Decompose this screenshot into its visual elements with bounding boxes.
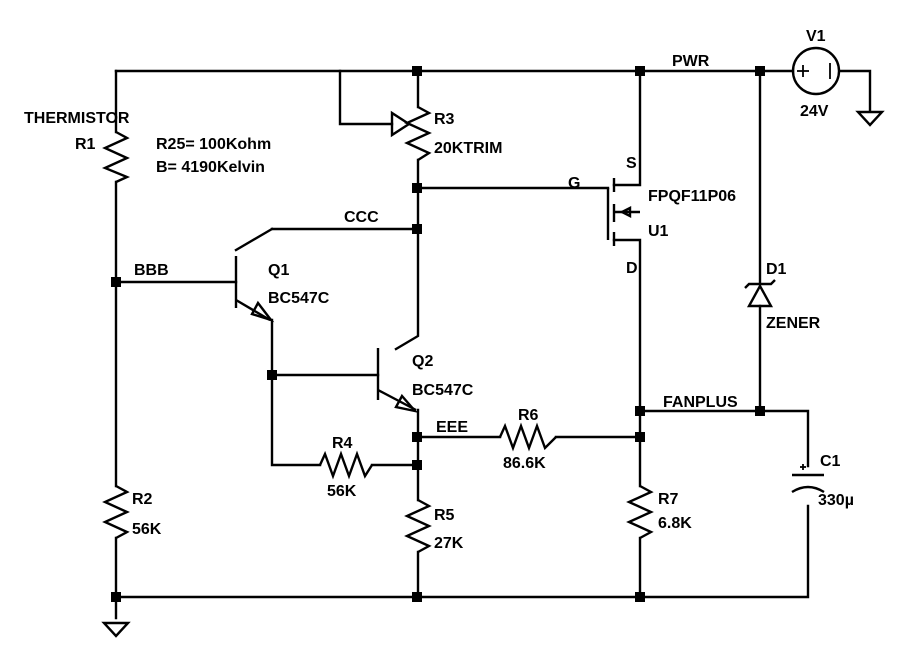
q1-emitter-arrow xyxy=(250,300,275,323)
u1-pin-d-label: D xyxy=(626,260,638,277)
ground-symbol-right xyxy=(855,110,885,127)
pwr-net-label: PWR xyxy=(672,53,710,70)
ground-rail-wire xyxy=(114,504,810,599)
r2-resistor-symbol xyxy=(102,484,130,540)
ground-symbol-left xyxy=(101,621,131,638)
q1-transistor-symbol xyxy=(234,256,275,323)
c1-ref-label: C1 xyxy=(820,453,841,470)
r4-resistor-symbol xyxy=(318,450,374,480)
r3-value-label: 20KTRIM xyxy=(434,140,502,157)
q2-value-label: BC547C xyxy=(412,382,474,399)
u1-value-label: FPQF11P06 xyxy=(648,188,736,205)
r7-value-label: 6.8K xyxy=(658,515,692,532)
ccc-net-label: CCC xyxy=(344,209,379,226)
source-wire xyxy=(612,69,642,187)
c1-value-label: 330µ xyxy=(818,492,854,509)
r3-bottom-wire xyxy=(394,158,420,351)
v1-right-wire xyxy=(838,69,872,112)
r2-value-label: 56K xyxy=(132,521,162,538)
u1-pin-g-label: G xyxy=(568,175,580,192)
d1-ref-label: D1 xyxy=(766,261,787,278)
r3-wiper-wire xyxy=(338,69,394,126)
labels: THERMISTOR R1 R25= 100Kohm B= 4190Kelvin… xyxy=(24,28,854,552)
r3-wiper-arrow xyxy=(390,110,412,138)
u1-mosfet-symbol xyxy=(606,178,640,246)
q1-emitter-wire xyxy=(270,318,322,467)
r6-value-label: 86.6K xyxy=(503,455,546,472)
r1-thermistor-symbol xyxy=(101,130,131,184)
drain-wire xyxy=(612,238,642,488)
fanplus-wire xyxy=(638,409,810,468)
r6-resistor-symbol xyxy=(498,422,557,452)
r1-param-r25-label: R25= 100Kohm xyxy=(156,136,271,153)
d1-value-label: ZENER xyxy=(766,315,821,332)
r5-ref-label: R5 xyxy=(434,507,455,524)
r6-ref-label: R6 xyxy=(518,407,539,424)
bbb-net-label: BBB xyxy=(134,262,169,279)
q2-ref-label: Q2 xyxy=(412,353,433,370)
q1-value-label: BC547C xyxy=(268,290,330,307)
v1-ref-label: V1 xyxy=(806,28,826,45)
v1-source-symbol xyxy=(791,46,841,96)
r5-resistor-symbol xyxy=(404,498,432,554)
r7-resistor-symbol xyxy=(626,484,654,540)
u1-body-arrow xyxy=(619,206,632,218)
q2-emitter-arrow xyxy=(394,393,419,413)
fanplus-net-label: FANPLUS xyxy=(663,394,738,411)
r1-ref-label: R1 xyxy=(75,136,96,153)
q1-ref-label: Q1 xyxy=(268,262,289,279)
q2-transistor-symbol xyxy=(376,348,419,413)
d1-zener-symbol xyxy=(744,279,776,308)
r2-ref-label: R2 xyxy=(132,491,153,508)
wires xyxy=(114,69,872,620)
r7-ref-label: R7 xyxy=(658,491,679,508)
u1-ref-label: U1 xyxy=(648,223,669,240)
q1-collector-wire xyxy=(234,227,274,252)
r3-ref-label: R3 xyxy=(434,111,455,128)
r3-trimmer-symbol xyxy=(390,105,432,162)
u1-pin-s-label: S xyxy=(626,155,637,172)
r1-param-b-label: B= 4190Kelvin xyxy=(156,159,265,176)
c1-capacitor-symbol xyxy=(791,464,825,494)
r4-value-label: 56K xyxy=(327,483,357,500)
junction-dots xyxy=(111,66,765,602)
r4-ref-label: R4 xyxy=(332,435,353,452)
thermistor-title-label: THERMISTOR xyxy=(24,110,130,127)
eee-net-label: EEE xyxy=(436,419,468,436)
r5-value-label: 27K xyxy=(434,535,464,552)
v1-value-label: 24V xyxy=(800,103,829,120)
